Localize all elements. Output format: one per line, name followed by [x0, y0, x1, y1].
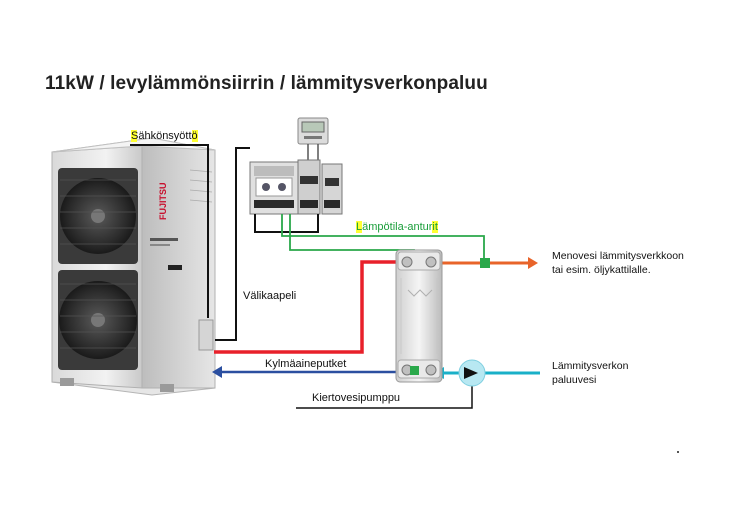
- controller-box-icon: [249, 159, 343, 215]
- return-sensor-icon: [410, 366, 419, 375]
- plate-heat-exchanger-icon: [395, 249, 443, 383]
- return-water-label-line2: paluuvesi: [552, 374, 597, 386]
- supply-water-label-line2: tai esim. öljykattilalle.: [552, 264, 651, 276]
- temperature-sensors-label: Lämpötila-anturit: [356, 221, 438, 233]
- power-supply-label: Sähkönsyöttö: [131, 130, 198, 142]
- outdoor-unit: FUJITSU: [51, 137, 216, 396]
- interconnect-cable-label: Välikaapeli: [243, 290, 297, 302]
- supply-water-arrow: [528, 257, 538, 269]
- page-title: 11kW / levylämmönsiirrin / lämmitysverko…: [45, 73, 488, 94]
- stray-dot: [677, 451, 679, 453]
- return-water-label-line1: Lämmitysverkon: [552, 360, 629, 372]
- circulation-pump-label: Kiertovesipumppu: [312, 392, 401, 404]
- refrigerant-pipes-label: Kylmäaineputket: [265, 358, 347, 370]
- circulation-pump-icon: [458, 359, 486, 387]
- supply-sensor-icon: [480, 258, 490, 268]
- refrigerant-out-arrow: [212, 366, 222, 378]
- remote-display-icon: [297, 117, 329, 145]
- supply-water-label-line1: Menovesi lämmitysverkkoon: [552, 250, 684, 262]
- brand-logo: FUJITSU: [158, 182, 168, 220]
